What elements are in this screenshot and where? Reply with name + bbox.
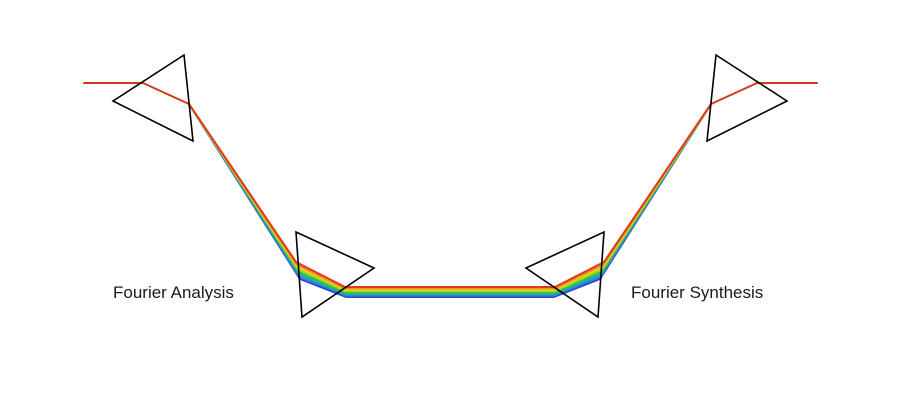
spectrum-ray: [188, 103, 712, 296]
prisms: [111, 53, 789, 319]
input-beam: [83, 82, 190, 105]
spectrum-ray: [188, 103, 712, 297]
fourier-synthesis-label: Fourier Synthesis: [631, 283, 764, 302]
prism-bottom-left: [295, 230, 376, 319]
prism-bottom-right: [524, 230, 605, 319]
spectrum-ray: [188, 103, 712, 291]
fourier-analysis-label: Fourier Analysis: [113, 283, 234, 302]
light-beams: [83, 82, 818, 298]
prism-top-left: [111, 53, 194, 143]
spectrum-ray: [188, 103, 712, 288]
prism-top-right: [706, 53, 789, 143]
spectrum-ray: [188, 103, 712, 293]
spectrum-ray: [188, 103, 712, 294]
spectrum-ray: [188, 103, 712, 290]
spectrum-ray: [188, 103, 712, 298]
output-beam: [710, 82, 818, 105]
